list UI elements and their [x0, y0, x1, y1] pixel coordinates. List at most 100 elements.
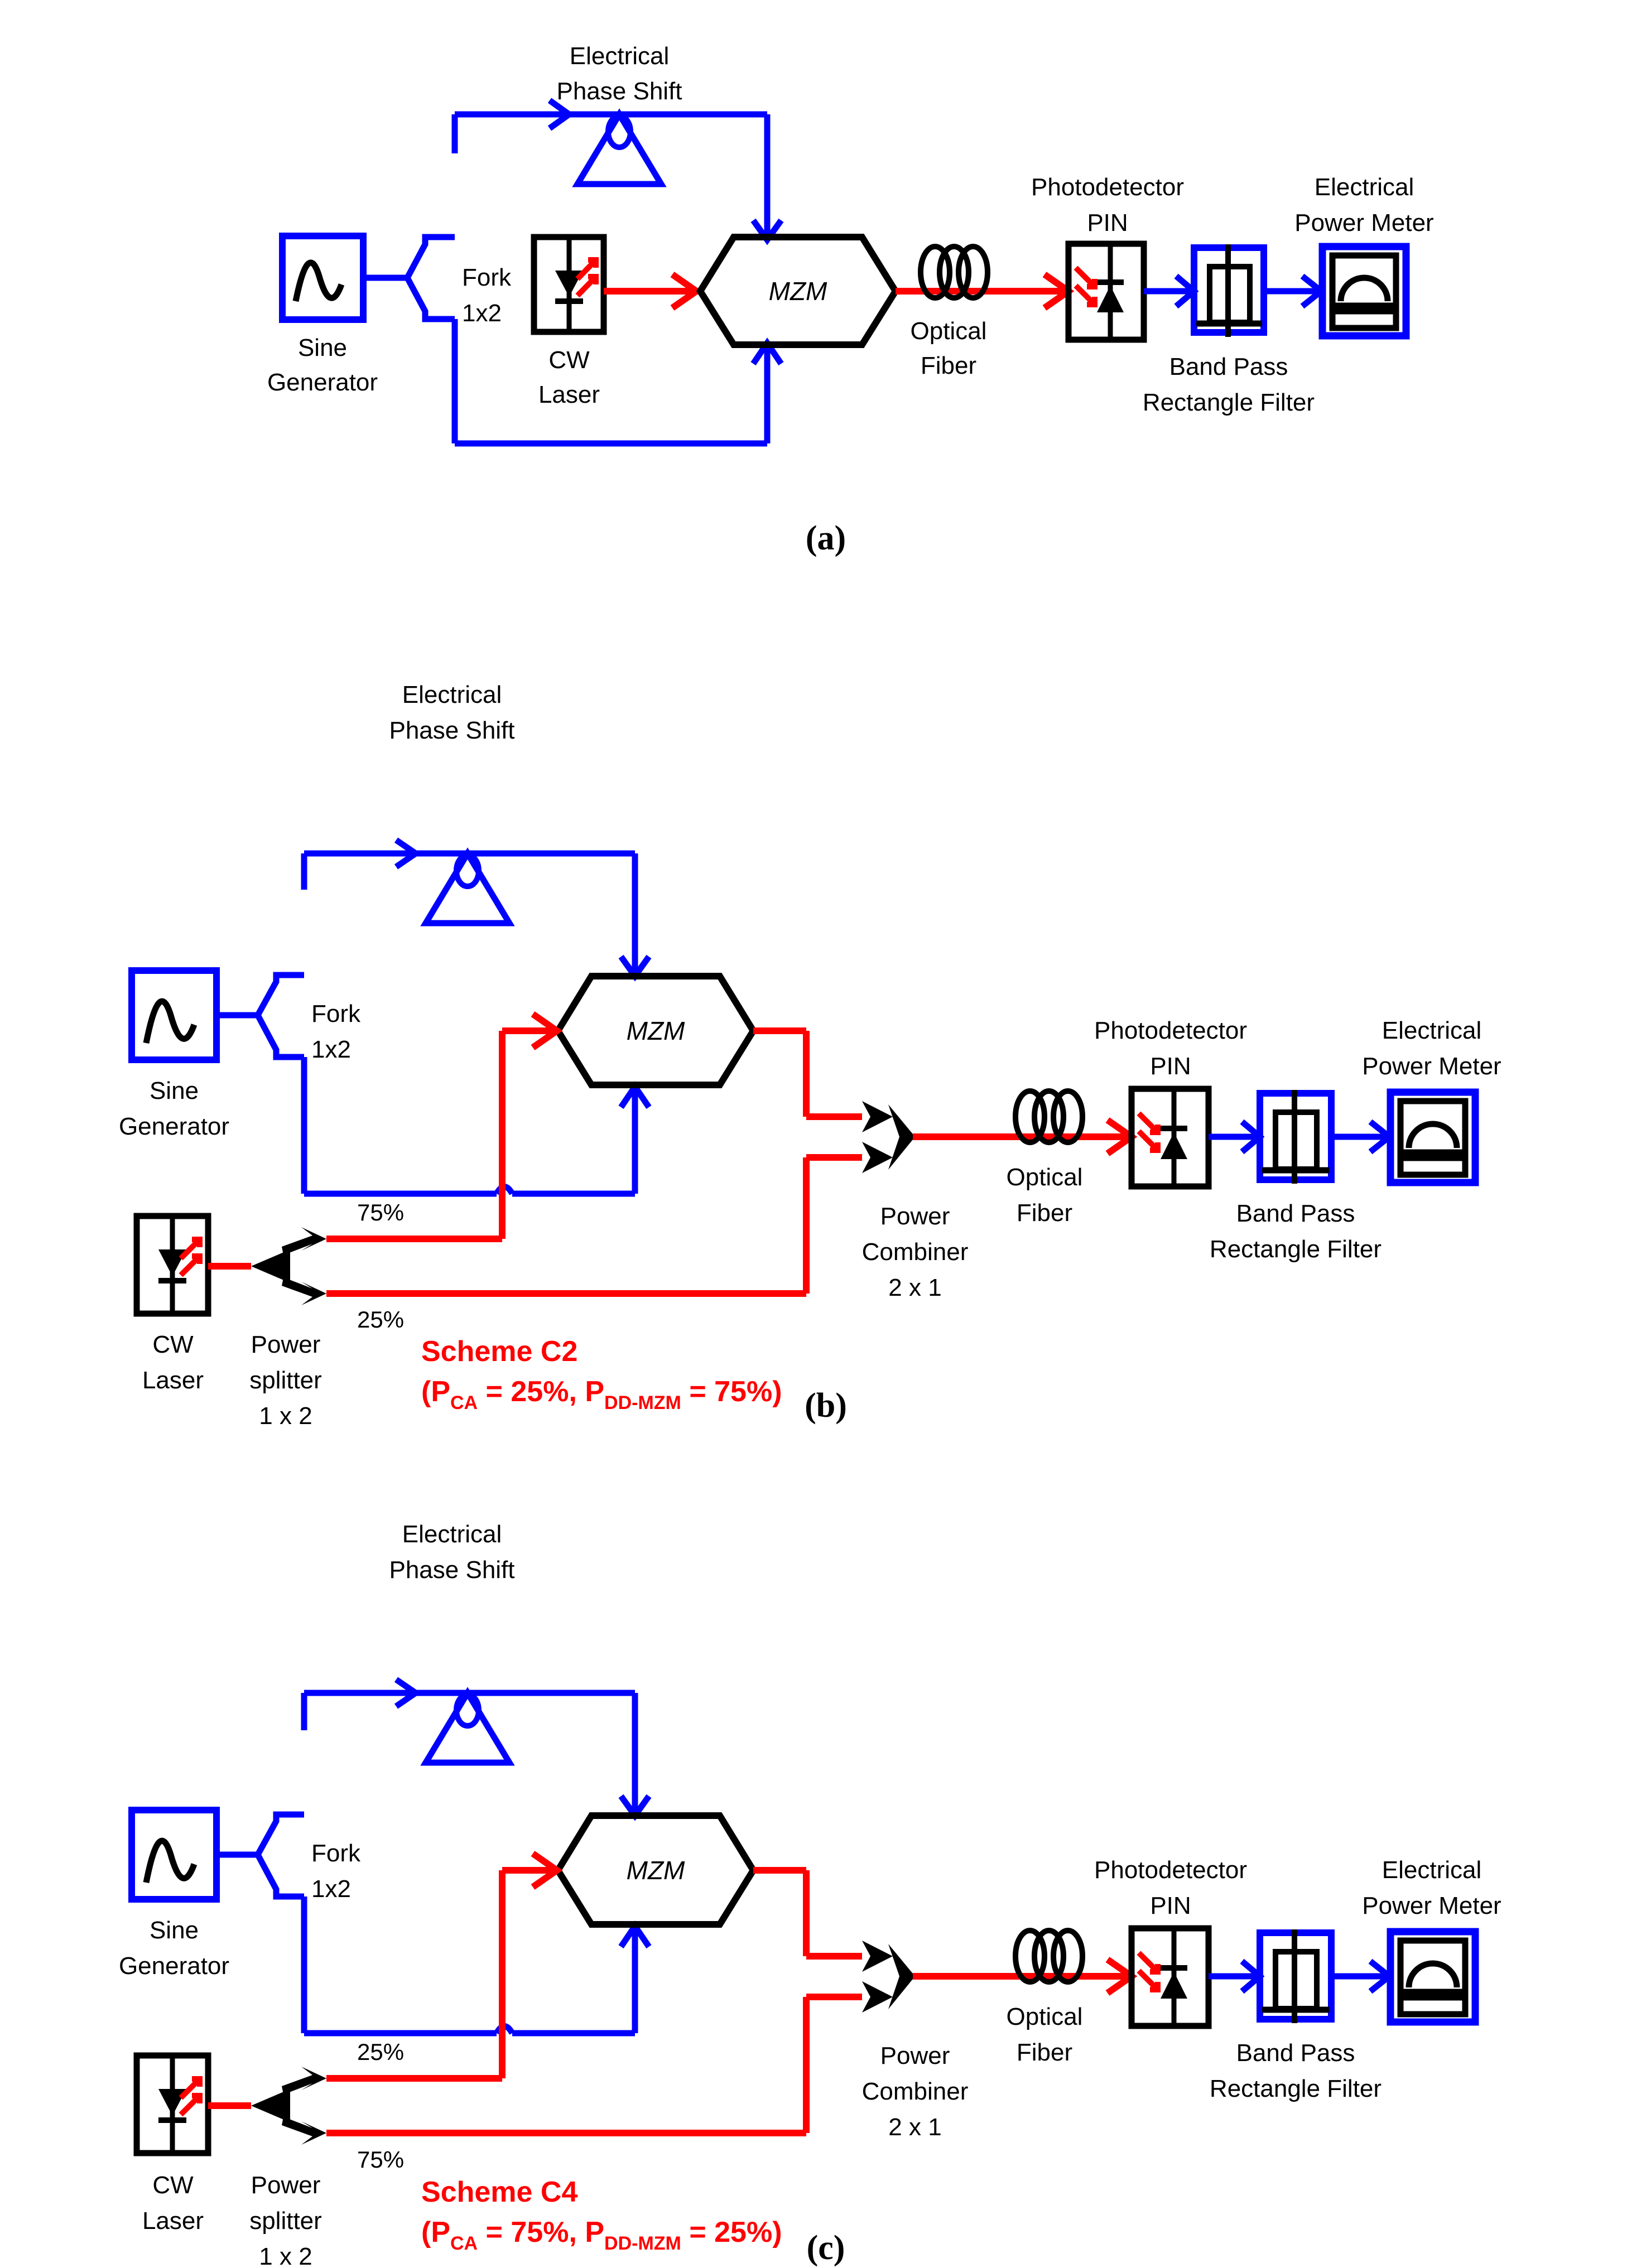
mzm-label: MZM: [627, 1856, 685, 1885]
power-splitter-label-line2: splitter: [249, 1367, 322, 1394]
sine-generator-label-line1: Sine: [150, 1917, 199, 1944]
scheme-title: Scheme C2: [421, 1335, 577, 1368]
sine-generator-label-line2: Generator: [267, 369, 378, 396]
fork-label-line1: Fork: [462, 264, 512, 291]
panel-a: Electrical Phase Shift Sine Generator Fo…: [0, 0, 1651, 569]
electrical-path-top: [301, 1690, 638, 1813]
cw-laser-label-line1: CW: [548, 346, 590, 374]
optical-fiber-label-line2: Fiber: [1017, 1199, 1072, 1227]
power-splitter-label-line3: 1 x 2: [259, 1402, 312, 1428]
scheme-formula-prefix: (P: [421, 2216, 450, 2248]
scheme-formula: (PCA = 75%, PDD-MZM = 25%): [421, 2216, 782, 2254]
sine-generator-label-line2: Generator: [119, 1952, 229, 1980]
photodetector-label-line1: Photodetector: [1094, 1856, 1247, 1884]
optical-fiber-label-line1: Optical: [911, 317, 987, 345]
power-combiner-label-line1: Power: [880, 1203, 950, 1230]
electrical-path-bottom: [301, 1057, 638, 1197]
cw-laser-label-line2: Laser: [538, 381, 600, 408]
arrow-into-phase-shifter: [394, 837, 421, 870]
electrical-power-meter-icon: [1387, 1928, 1479, 2026]
power-splitter-icon: [251, 2067, 326, 2145]
band-pass-filter-icon: [1257, 1090, 1335, 1184]
arrow-into-phase-shifter: [394, 1677, 421, 1709]
photodetector-pin-icon: [1128, 1925, 1212, 2029]
sine-generator-icon: [128, 967, 220, 1063]
scheme-formula-prefix: (P: [421, 1376, 450, 1408]
sine-generator-label-line2: Generator: [119, 1113, 229, 1140]
power-meter-label-line2: Power Meter: [1362, 1053, 1501, 1080]
panel-caption-b: (b): [805, 1387, 847, 1425]
photodetector-label-line2: PIN: [1150, 1053, 1191, 1080]
scheme-formula-sub2: DD-MZM: [604, 2233, 681, 2254]
sine-generator-label-line1: Sine: [298, 334, 347, 361]
band-pass-label-line2: Rectangle Filter: [1210, 2075, 1382, 2102]
optical-path-bottom-branch: [326, 1154, 862, 1297]
fork-label-line1: Fork: [311, 1000, 361, 1027]
electrical-path-top: [451, 111, 771, 237]
phase-shift-label-line2: Phase Shift: [389, 1556, 514, 1584]
split-top-percent: 75%: [357, 1199, 404, 1225]
mzm-label: MZM: [627, 1016, 685, 1045]
power-meter-label-line1: Electrical: [1315, 173, 1414, 201]
optical-path-top-branch: [326, 1867, 558, 2082]
electrical-power-meter-icon: [1318, 243, 1410, 340]
sine-generator-icon: [279, 233, 367, 323]
phase-shift-label-line2: Phase Shift: [389, 717, 514, 744]
power-combiner-label-line1: Power: [880, 2042, 950, 2069]
power-meter-label-line2: Power Meter: [1294, 209, 1433, 237]
sine-generator-icon: [128, 1807, 220, 1903]
optical-path-top-branch: [326, 1027, 558, 1242]
optical-path-bottom-branch: [326, 1994, 862, 2136]
optical-path-mzm-output: [753, 1867, 862, 1960]
optical-fiber-label-line2: Fiber: [1017, 2039, 1072, 2066]
split-bottom-percent: 75%: [357, 2146, 404, 2173]
fork-icon: [255, 1811, 304, 1900]
power-splitter-label-line1: Power: [251, 1331, 321, 1358]
band-pass-label-line1: Band Pass: [1236, 2039, 1355, 2067]
power-combiner-icon: [862, 1101, 915, 1173]
optical-fiber-icon: [918, 244, 990, 301]
electrical-path-bottom: [301, 1897, 638, 2037]
scheme-formula-sub1: CA: [450, 1392, 478, 1413]
cw-laser-label-line2: Laser: [142, 1367, 204, 1394]
arrow-into-phase-shifter: [547, 98, 575, 131]
scheme-formula-mid: = 75%, P: [478, 2216, 604, 2248]
optical-fiber-icon: [1013, 1928, 1085, 1985]
optical-fiber-label-line2: Fiber: [921, 352, 976, 379]
phase-shift-label-line1: Electrical: [402, 681, 502, 708]
optical-path-mzm-output: [753, 1027, 862, 1120]
optical-fiber-label-line1: Optical: [1007, 1164, 1083, 1191]
band-pass-filter-icon: [1257, 1929, 1335, 2023]
fork-label-line1: Fork: [311, 1840, 361, 1867]
optical-fiber-label-line1: Optical: [1007, 2003, 1083, 2030]
scheme-formula-suffix: = 75%): [681, 1376, 782, 1408]
electrical-power-meter-icon: [1387, 1088, 1479, 1186]
band-pass-label-line1: Band Pass: [1169, 353, 1288, 380]
power-splitter-icon: [251, 1227, 326, 1305]
band-pass-label-line2: Rectangle Filter: [1143, 389, 1315, 416]
scheme-formula-mid: = 25%, P: [478, 1376, 604, 1408]
photodetector-label-line2: PIN: [1087, 209, 1128, 237]
photodetector-label-line2: PIN: [1150, 1892, 1191, 1919]
split-bottom-percent: 25%: [357, 1306, 404, 1333]
mzm-label: MZM: [769, 277, 827, 306]
cw-laser-icon: [133, 1213, 211, 1317]
fork-icon: [255, 972, 304, 1060]
cw-laser-icon: [133, 2052, 211, 2156]
panel-caption-c: (c): [807, 2229, 845, 2267]
power-splitter-label-line1: Power: [251, 2172, 321, 2199]
sine-generator-label-line1: Sine: [150, 1077, 199, 1104]
power-meter-label-line1: Electrical: [1382, 1017, 1482, 1044]
band-pass-label-line2: Rectangle Filter: [1210, 1236, 1382, 1263]
cw-laser-label-line2: Laser: [142, 2207, 204, 2235]
fork-label-line2: 1x2: [462, 300, 502, 327]
panel-c: Electrical Phase Shift Sine Generator Fo…: [0, 1500, 1651, 2268]
band-pass-filter-icon: [1191, 244, 1267, 337]
panel-b: Electrical Phase Shift Sine Generator Fo…: [0, 636, 1651, 1428]
panel-caption-a: (a): [806, 519, 846, 557]
fork-label-line2: 1x2: [311, 1875, 351, 1903]
phase-shifter-icon: [420, 847, 515, 926]
cw-laser-label-line1: CW: [152, 2172, 194, 2199]
scheme-formula: (PCA = 25%, PDD-MZM = 75%): [421, 1376, 782, 1413]
scheme-formula-sub2: DD-MZM: [604, 1392, 681, 1413]
